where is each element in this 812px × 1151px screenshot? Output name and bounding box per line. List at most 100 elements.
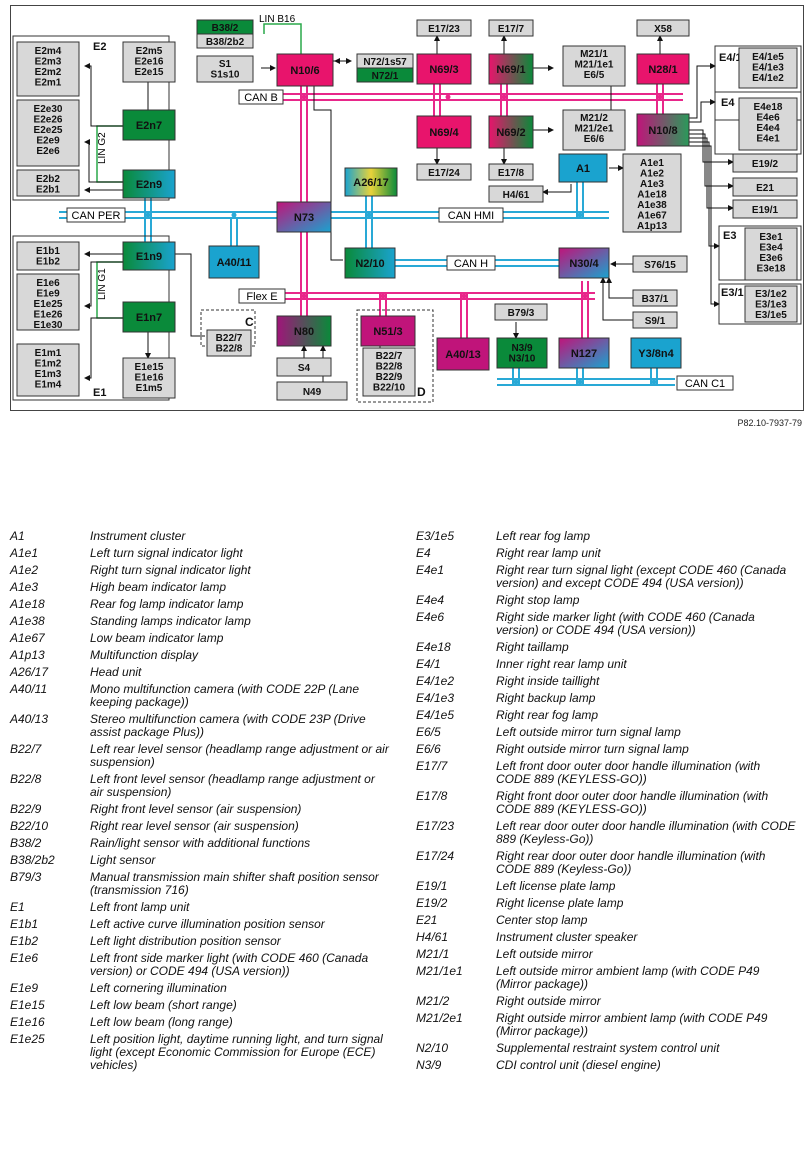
legend-description: Supplemental restraint system control un… xyxy=(496,1041,720,1055)
lin-g2-label: LIN G2 xyxy=(97,132,108,164)
legend-code: E1b2 xyxy=(10,934,39,948)
module-n80: N80 xyxy=(294,326,314,338)
legend-code: A1e38 xyxy=(10,614,45,628)
comp-b38-2b2: B38/2b2 xyxy=(206,37,245,48)
module-n10-8: N10/8 xyxy=(648,125,677,137)
legend-description: High beam indicator lamp xyxy=(90,580,227,594)
comp-n72-1s57: N72/1s57 xyxy=(363,57,407,68)
legend-description: Right front door outer door handle illum… xyxy=(496,789,769,816)
group-labels: E2 E1 E4/1 E4 E3 E3/1 C D xyxy=(93,41,744,399)
module-b38-2: B38/2 xyxy=(212,23,239,34)
legend-description: Right rear fog lamp xyxy=(496,708,599,722)
lin-b16-label: LIN B16 xyxy=(259,14,296,25)
legend-code: E3/1e5 xyxy=(416,529,455,543)
module-e1n9: E1n9 xyxy=(136,251,162,263)
module-n10-6: N10/6 xyxy=(290,65,319,77)
group-e1-label: E1 xyxy=(93,387,106,399)
legend-description: Left rear level sensor (headlamp range a… xyxy=(90,742,389,769)
legend-description: Left front side marker light (with CODE … xyxy=(90,951,369,978)
legend-description: Left active curve illumination position … xyxy=(90,917,325,931)
legend-description: Right stop lamp xyxy=(496,593,580,607)
comp-e17-7: E17/7 xyxy=(498,24,525,35)
can-h-label: CAN H xyxy=(454,258,488,270)
legend-code: M21/2e1 xyxy=(416,1011,463,1025)
legend-code: M21/1 xyxy=(416,947,450,961)
legend-code: E4e6 xyxy=(416,610,445,624)
module-n69-4: N69/4 xyxy=(429,127,459,139)
legend-code: E21 xyxy=(416,913,438,927)
comp-b79-3: B79/3 xyxy=(508,308,535,319)
comp-h4-61: H4/61 xyxy=(503,190,530,201)
comp-s4: S4 xyxy=(298,363,311,374)
group-e3-1-label: E3/1 xyxy=(721,287,744,299)
legend-code: E17/8 xyxy=(416,789,448,803)
legend-description: Left low beam (long range) xyxy=(90,1015,233,1029)
legend-description: Right inside taillight xyxy=(496,674,600,688)
comp-n49: N49 xyxy=(303,387,322,398)
module-n69-1: N69/1 xyxy=(496,64,525,76)
legend-code: E4 xyxy=(416,546,431,560)
comp-s9-1: S9/1 xyxy=(645,316,666,327)
legend-description: Right outside mirror xyxy=(496,994,601,1008)
legend-description: Right rear door outer door handle illumi… xyxy=(496,849,766,876)
comp-e19-2: E19/2 xyxy=(752,159,779,170)
legend-code: E4e18 xyxy=(416,640,451,654)
module-a40-11: A40/11 xyxy=(217,257,252,269)
legend-code: E1e9 xyxy=(10,981,39,995)
legend-code: B22/8 xyxy=(10,772,42,786)
legend-code: A1e1 xyxy=(10,546,39,560)
legend-code: A1p13 xyxy=(10,648,45,662)
legend-code: E6/5 xyxy=(416,725,441,739)
legend-code: E17/23 xyxy=(416,819,455,833)
figure-reference-code: P82.10-7937-79 xyxy=(737,418,802,428)
comp-x58: X58 xyxy=(654,24,672,35)
bus-labels: CAN B CAN PER CAN HMI CAN H Flex E CAN C… xyxy=(66,14,734,391)
legend-description: Left rear door outer door handle illumin… xyxy=(496,819,796,846)
wiring-diagram-frame: CAN B CAN PER CAN HMI CAN H Flex E CAN C… xyxy=(10,5,804,411)
module-e2n7: E2n7 xyxy=(136,120,162,132)
legend-description: Mono multifunction camera (with CODE 22P… xyxy=(90,682,360,709)
legend-description: Right rear lamp unit xyxy=(496,546,601,560)
legend-code: E4/1e3 xyxy=(416,691,455,705)
module-e2n9: E2n9 xyxy=(136,179,162,191)
legend-description: Right taillamp xyxy=(496,640,569,654)
comp-s76-15: S76/15 xyxy=(644,260,676,271)
legend-description: Multifunction display xyxy=(90,648,199,662)
group-e4-label: E4 xyxy=(721,97,735,109)
legend-code: N2/10 xyxy=(416,1041,449,1055)
legend-code: E1e16 xyxy=(10,1015,45,1029)
flex-e-label: Flex E xyxy=(246,291,277,303)
legend-description: Right license plate lamp xyxy=(496,896,624,910)
legend-description: Rain/light sensor with additional functi… xyxy=(90,836,311,850)
comp-e17-24: E17/24 xyxy=(428,168,460,179)
signal-wires xyxy=(84,35,734,391)
module-n2-10: N2/10 xyxy=(355,258,384,270)
legend-description: Left front level sensor (headlamp range … xyxy=(90,772,375,799)
module-y3-8n4: Y3/8n4 xyxy=(638,348,674,360)
legend-description: Left cornering illumination xyxy=(90,981,227,995)
module-a26-17: A26/17 xyxy=(353,177,388,189)
legend-code: E17/7 xyxy=(416,759,448,773)
comp-b37-1: B37/1 xyxy=(642,294,669,305)
legend-code: A1e18 xyxy=(10,597,45,611)
legend-code: B22/9 xyxy=(10,802,42,816)
legend-description: Rear fog lamp indicator lamp xyxy=(90,597,244,611)
legend-description: Left outside mirror ambient lamp (with C… xyxy=(496,964,760,991)
legend-description: Left outside mirror turn signal lamp xyxy=(496,725,681,739)
legend-code: E1e25 xyxy=(10,1032,45,1046)
module-n72-1: N72/1 xyxy=(372,71,399,82)
legend-code: E1b1 xyxy=(10,917,39,931)
legend-code: A1e2 xyxy=(10,563,39,577)
legend-description: Right outside mirror turn signal lamp xyxy=(496,742,689,756)
